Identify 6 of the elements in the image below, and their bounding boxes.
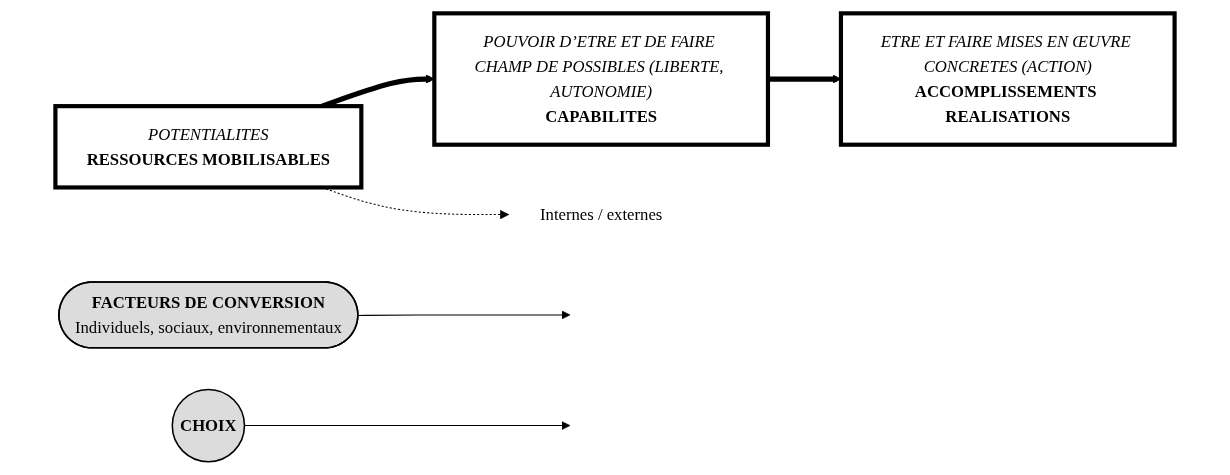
node-circle: CHOIX [171, 388, 246, 463]
node-text: Internes / externes [540, 205, 663, 223]
node-box: POUVOIR D’ETRE ET DE FAIRE CHAMP DE POSSIBLES (LIBERTE, AUTONOMIE) CAPABILITES [432, 11, 771, 147]
node-box: POTENTIALITES RESSOURCES MOBILISABLES [53, 104, 364, 190]
arrow [357, 310, 571, 320]
node-box: ETRE ET FAIRE MISES EN ŒUVRE CONCRETES (ACTION) ACCOMPLISSEMENTS REALISATIONS [838, 11, 1177, 147]
